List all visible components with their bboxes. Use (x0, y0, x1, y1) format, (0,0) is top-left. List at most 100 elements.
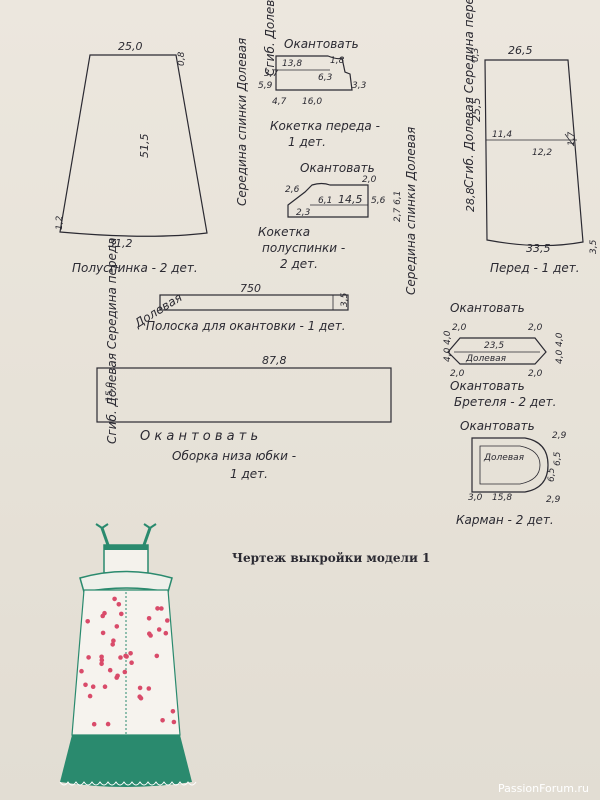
back-yoke-side: Середина спинки Долевая (404, 127, 418, 295)
print-dot (86, 655, 91, 660)
front-top-dim: 26,5 (508, 44, 533, 57)
binding-strip: Долевая 750 3,5 Полоска для окантовки - … (131, 282, 350, 333)
back-top-right-dim: 0,8 (177, 51, 187, 66)
strap-left-h: 4,0 4,0 (443, 330, 453, 362)
print-dot (111, 638, 116, 643)
print-dot (99, 654, 104, 660)
ruffle-width: 15,0 (105, 382, 115, 402)
back-yoke-caption-3: 2 дет. (280, 257, 318, 271)
print-dot (102, 684, 108, 689)
front-yoke-side: Сгиб. Долевая Середина переда (263, 0, 277, 76)
strap-r1: 2,0 (528, 323, 543, 333)
back-yoke-w: 14,5 (338, 193, 363, 206)
print-dot (99, 661, 104, 667)
strap-r2: 2,0 (528, 369, 543, 379)
pocket-b1: 3,0 (468, 493, 483, 503)
print-dot (159, 606, 164, 611)
front-bottom-height: 28,8 (464, 188, 477, 213)
front-yoke-w1: 13,8 (282, 59, 302, 69)
strip-length: 750 (240, 282, 261, 295)
strip-width: 3,5 (340, 292, 350, 307)
print-dot (114, 675, 119, 680)
back-yoke-binding: Окантовать (300, 161, 375, 175)
back-yoke: Окантовать 2,0 2,6 6,1 14,5 5,6 2,3 2,7 … (258, 127, 418, 295)
front-yoke-caption-2: 1 дет. (288, 135, 326, 149)
print-dot (105, 721, 111, 727)
print-dot (170, 709, 176, 714)
print-dot (137, 694, 142, 699)
print-dot (100, 613, 105, 619)
figure-caption: Чертеж выкройки модели 1 (232, 551, 430, 565)
print-dot (119, 611, 124, 617)
print-dot (114, 624, 120, 629)
strip-caption: Полоска для окантовки - 1 дет. (146, 319, 346, 333)
back-side-label: Середина спинки Долевая (235, 38, 249, 206)
front-yoke-h1: 5,9 (258, 81, 273, 91)
back-piece: 25,0 0,8 51,5 Середина спинки Долевая 1,… (55, 38, 249, 275)
sundress-illustration (59, 523, 197, 787)
ruffle-caption-1: Оборка низа юбки - (172, 449, 296, 463)
front-yoke: Окантовать Сгиб. Долевая Середина переда… (258, 0, 380, 149)
print-dot (118, 655, 123, 660)
front-yoke-r1: 1,8 (330, 56, 345, 66)
pocket-b2: 15,8 (492, 493, 512, 503)
back-yoke-caption-2: полуспинки - (262, 241, 345, 255)
front-top-left-dim: 0,3 (471, 47, 481, 62)
ruffle-piece: 87,8 15,0 Сгиб. Долевая Середина переда … (96, 238, 392, 481)
back-yoke-top: 2,0 (362, 175, 377, 185)
pocket-r1: 6,5 (553, 451, 563, 466)
print-dot (110, 642, 115, 647)
print-dot (99, 657, 105, 663)
print-dot (100, 630, 106, 636)
strap-l1: 2,0 (452, 323, 467, 333)
back-yoke-caption-1: Кокетка (258, 225, 310, 239)
back-top-dim: 25,0 (118, 40, 143, 53)
front-yoke-b2: 16,0 (302, 97, 322, 107)
print-dot (122, 669, 128, 675)
ruffle-side: Сгиб. Долевая Середина переда (105, 238, 119, 445)
print-dot (107, 667, 113, 673)
strap-bottom-binding: Окантовать (450, 379, 525, 393)
back-height-dim: 51,5 (138, 134, 151, 159)
print-dot (85, 619, 90, 624)
print-dot (147, 631, 152, 636)
strap-top-binding: Окантовать (450, 301, 525, 315)
print-dot (165, 618, 170, 623)
print-dot (163, 630, 169, 636)
ruffle-caption-2: 1 дет. (230, 467, 268, 481)
front-right-dim: 3,5 (589, 239, 599, 254)
front-small-dim: 1,7 (567, 131, 577, 146)
pocket-caption: Карман - 2 дет. (456, 513, 554, 527)
strap-piece: Окантовать 2,0 2,0 23,5 Долевая 4,0 4,0 … (443, 301, 565, 409)
print-dot (160, 718, 165, 723)
print-dot (79, 668, 84, 674)
front-top-height: 25,5 (470, 98, 483, 123)
print-dot (112, 596, 117, 602)
back-yoke-r: 5,6 (371, 196, 386, 206)
print-dot (171, 719, 177, 725)
pocket-piece: Окантовать 2,9 Долевая 6,5 6,5 3,0 15,8 … (456, 419, 567, 527)
strap-right-h: 4,0 4,0 (555, 332, 565, 364)
front-yoke-mid: 6,3 (318, 73, 333, 83)
print-dot (128, 651, 133, 656)
back-yoke-h: 6,1 (318, 196, 332, 206)
print-dot (154, 653, 160, 659)
strap-grain: Долевая (465, 354, 507, 364)
print-dot (137, 685, 143, 691)
ruffle-edge: О к а н т о в а т ь (140, 429, 258, 444)
print-dot (156, 627, 162, 632)
front-bottom-dim: 33,5 (526, 242, 551, 255)
front-caption: Перед - 1 дет. (490, 261, 580, 275)
print-dot (146, 616, 152, 621)
pocket-tr: 2,9 (552, 431, 567, 441)
print-dot (116, 602, 122, 607)
front-line-dim: 11,4 (492, 130, 512, 140)
print-dot (155, 606, 160, 611)
front-yoke-h2: 3,7 (264, 69, 279, 79)
back-yoke-bl: 2,3 (296, 208, 311, 218)
back-yoke-br: 2,7 6,1 (393, 191, 403, 223)
watermark: PassionForum.ru (498, 782, 589, 795)
print-dot (87, 693, 93, 699)
pocket-br: 2,9 (546, 495, 561, 505)
pocket-grain: Долевая (483, 453, 525, 463)
